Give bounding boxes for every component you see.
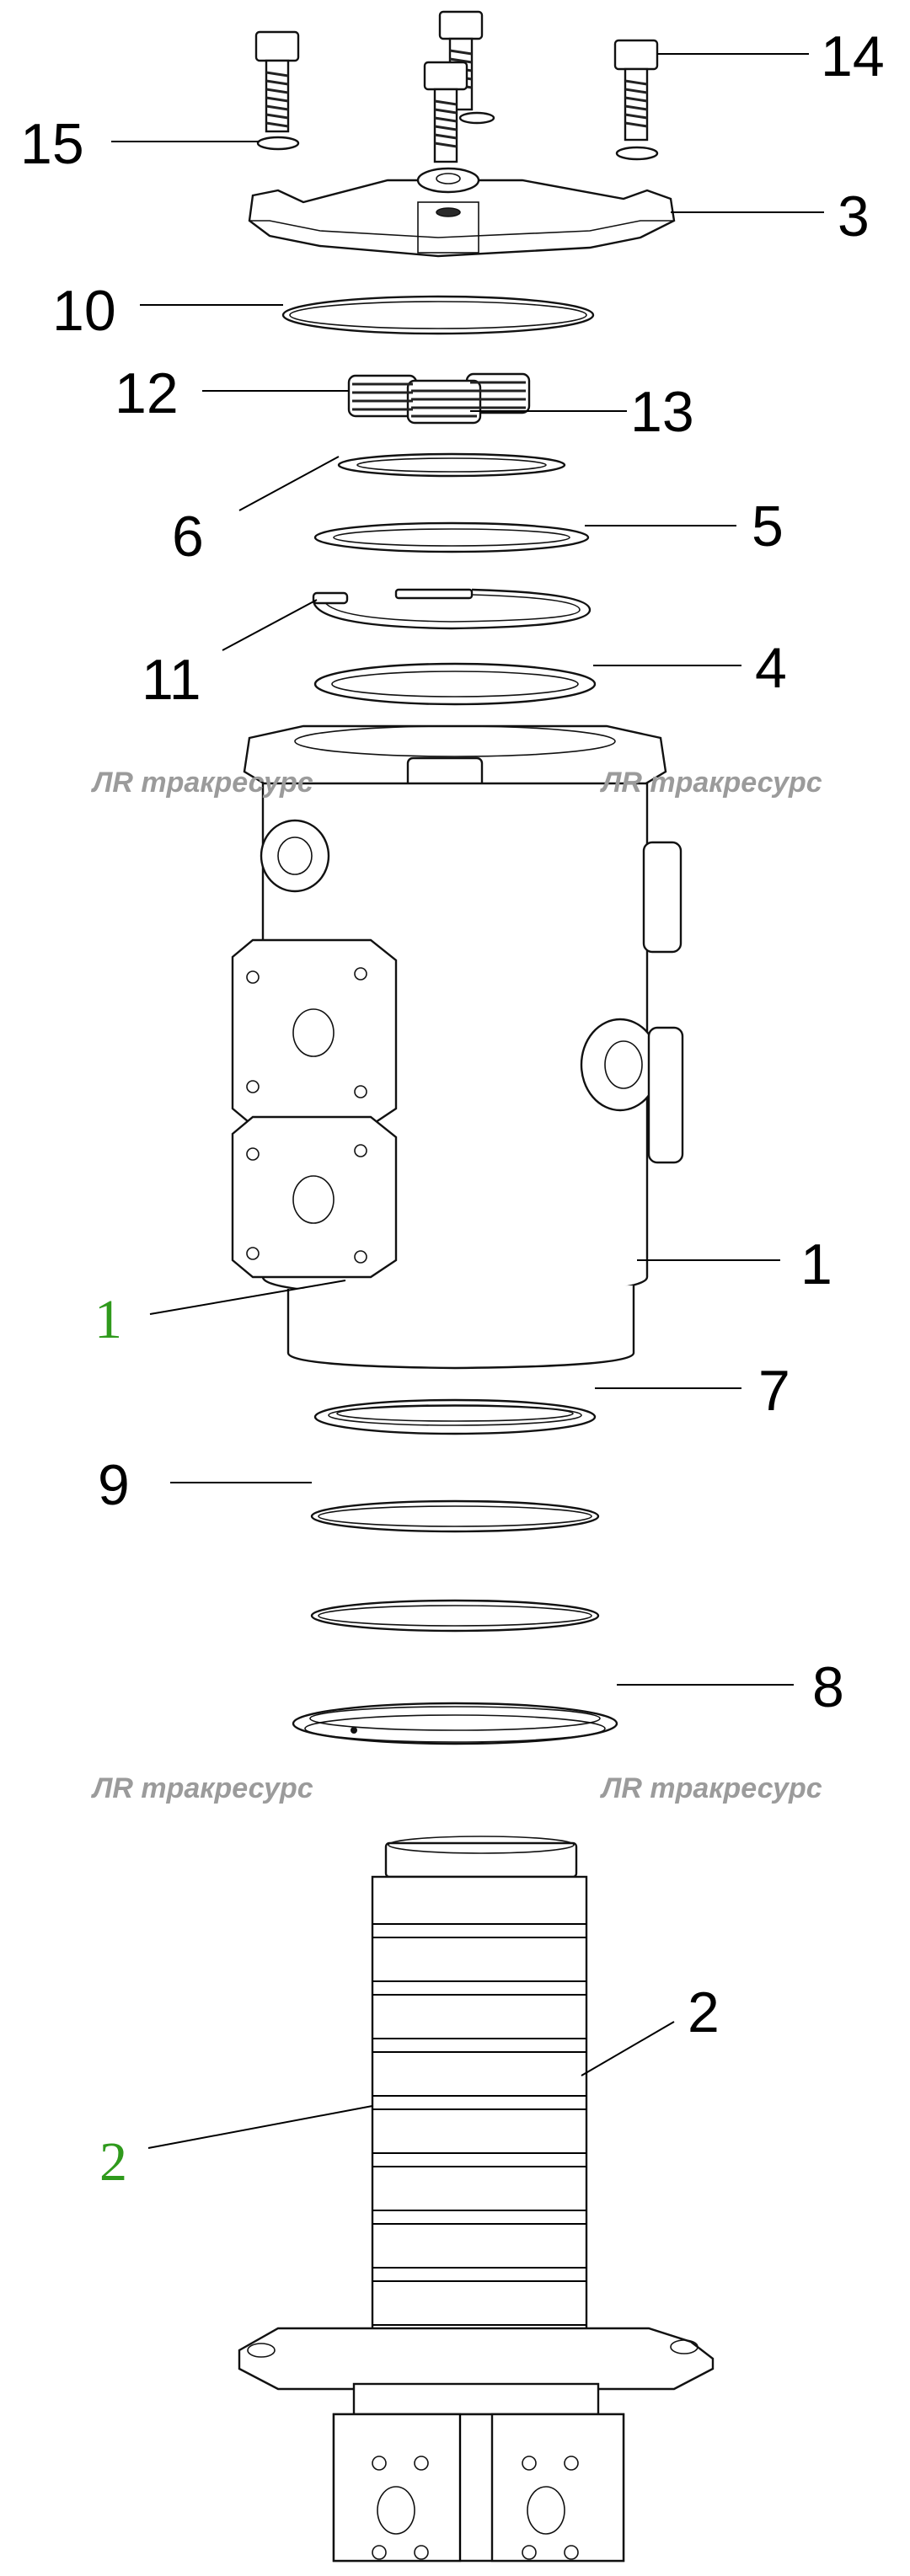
svg-text:ЛR тракресурс: ЛR тракресурс [599, 1772, 822, 1804]
watermark-bottom-right: ЛR тракресурс [599, 1772, 822, 1804]
o-ring-9 [310, 1499, 600, 1533]
washer-right [615, 146, 659, 161]
rotor-shaft [238, 1836, 715, 2563]
threaded-plugs [347, 372, 531, 425]
bolt-left [254, 30, 300, 133]
hotspot-label-1[interactable]: 1 [94, 1289, 122, 1350]
washer-5 [313, 521, 590, 553]
ring-8 [292, 1702, 618, 1745]
o-ring-9b [310, 1599, 600, 1633]
callout-13[interactable]: 13 [630, 380, 694, 444]
watermark-bottom-left: ЛR тракресурс [90, 1772, 313, 1804]
housing-body [231, 724, 684, 1370]
callout-5[interactable]: 5 [752, 494, 784, 558]
callout-15[interactable]: 15 [20, 112, 84, 176]
callout-11[interactable]: 11 [142, 648, 201, 712]
leader-lines [111, 53, 824, 2149]
cover-plate [248, 167, 676, 258]
hotspot-label-2[interactable]: 2 [99, 2131, 127, 2193]
svg-text:ЛR тракресурс: ЛR тракресурс [599, 767, 822, 799]
callout-12[interactable]: 12 [115, 361, 179, 425]
ring-4 [313, 662, 597, 706]
bolt-right [613, 39, 659, 142]
callout-1[interactable]: 1 [800, 1232, 832, 1296]
washer-6 [337, 452, 566, 478]
callout-14[interactable]: 14 [821, 24, 885, 88]
svg-text:ЛR тракресурс: ЛR тракресурс [90, 1772, 313, 1804]
o-ring-10 [281, 295, 595, 335]
callout-4[interactable]: 4 [755, 636, 787, 700]
retaining-ring-11 [312, 588, 592, 630]
callout-6[interactable]: 6 [172, 505, 204, 569]
svg-text:ЛR тракресурс: ЛR тракресурс [90, 767, 313, 799]
callout-10[interactable]: 10 [52, 279, 116, 343]
washer-center-back [458, 111, 495, 125]
bolt-center-front [423, 61, 468, 163]
watermark-top-right: ЛR тракресурс [599, 767, 822, 799]
watermark-top-left: ЛR тракресурс [90, 767, 313, 799]
callout-2[interactable]: 2 [688, 1980, 720, 2044]
washer-left [256, 136, 300, 151]
callout-3[interactable]: 3 [838, 184, 870, 249]
callout-7[interactable]: 7 [758, 1359, 790, 1423]
callout-8[interactable]: 8 [812, 1655, 844, 1719]
callout-9[interactable]: 9 [98, 1453, 130, 1517]
seal-7 [313, 1398, 597, 1435]
